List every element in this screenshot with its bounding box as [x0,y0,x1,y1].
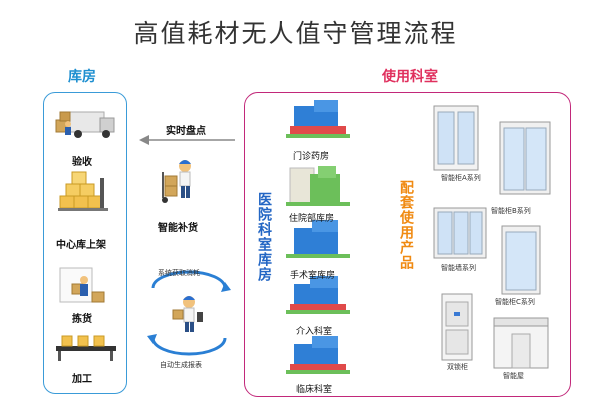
warehouse-header: 库房 [68,69,96,85]
dept-warehouse-label: 医院科室库房 [256,192,272,282]
building-icon [286,166,350,206]
cabinet-icon [501,225,541,295]
step-label-processing: 加工 [72,374,92,385]
step-label-center-shelf: 中心库上架 [56,240,106,251]
building-icon [286,336,350,374]
product-label-b: 智能柜B系列 [491,207,531,215]
cabinet-icon [499,121,551,195]
cycle-arrows-icon [147,270,231,356]
cabinet-icon [433,207,487,259]
products-label: 配套使用产品 [398,180,414,270]
step-label-acceptance: 验收 [72,157,92,168]
department-panel [244,92,571,397]
flow-label-report: 自动生成报表 [160,361,202,369]
warehouse-illustrations [55,111,116,361]
picking-icon [59,267,105,303]
buildings-illustration [286,100,350,374]
product-label-a: 智能柜A系列 [441,174,481,182]
box-stack-icon [58,171,108,211]
flow-label-consume: 系统获取消耗 [158,269,200,277]
products-illustration [433,105,551,369]
room-label-surgery: 手术室库房 [290,271,336,281]
building-icon [286,100,350,138]
product-label-wall: 智能墙系列 [441,264,476,272]
building-icon [286,276,350,314]
step-label-picking: 拣货 [72,314,92,325]
worker-icon [172,296,203,332]
room-label-outpatient: 门诊药房 [293,152,330,162]
cabinet-icon [441,293,473,361]
product-label-double-lock: 双锁柜 [447,363,468,371]
product-label-room: 智能屋 [503,372,524,380]
cabinet-icon [433,105,479,171]
delivery-person-icon [162,160,191,203]
arrow-left-icon [139,135,235,145]
flow-illustrations [139,135,235,356]
page-title: 高值耗材无人值守管理流程 [133,19,458,48]
department-header: 使用科室 [382,69,438,85]
building-icon [286,220,350,258]
flow-label-restock: 智能补货 [158,223,198,234]
room-label-clinical: 临床科室 [296,385,333,395]
truck-icon [55,111,115,138]
room-label-intervention: 介入科室 [296,327,333,337]
flow-label-inventory: 实时盘点 [166,126,206,137]
room-label-inpatient: 住院部库房 [289,214,335,224]
cabinet-icon [493,317,549,369]
product-label-c: 智能柜C系列 [495,298,535,306]
conveyor-icon [56,335,116,361]
warehouse-panel [43,92,127,394]
